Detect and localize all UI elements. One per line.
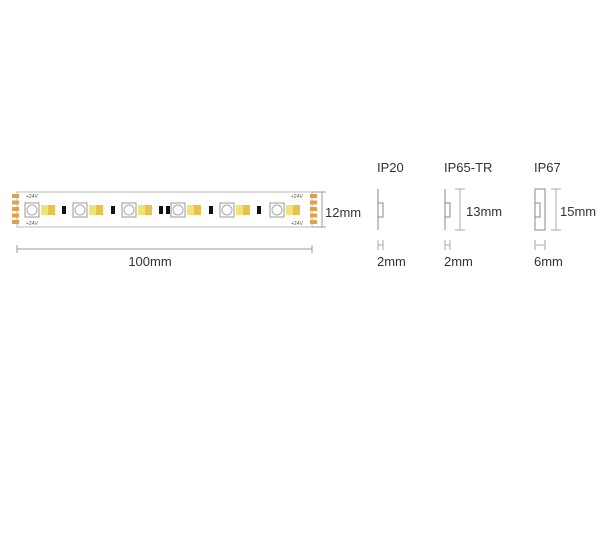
profile-ip65-height-dimension — [455, 188, 465, 231]
solder-pad — [12, 207, 19, 211]
profile-ip20-title: IP20 — [377, 160, 404, 175]
phosphor-chip — [138, 205, 145, 215]
led-lens — [26, 204, 38, 216]
led-strip — [12, 191, 317, 228]
solder-pad — [310, 213, 317, 218]
phosphor-chip — [243, 205, 250, 215]
solder-pad — [12, 220, 19, 224]
solder-pad — [310, 220, 317, 224]
resistor — [111, 206, 115, 214]
phosphor-chip — [41, 205, 48, 215]
voltage-label-bottom-left: +24V — [26, 221, 38, 227]
solder-pad — [310, 194, 317, 198]
solder-pad — [12, 213, 19, 218]
profile-ip20-base-dimension — [377, 240, 384, 250]
strip-width-label: 12mm — [325, 205, 361, 220]
profile-ip67-title: IP67 — [534, 160, 561, 175]
strip-width-dimension — [312, 191, 326, 228]
phosphor-chip — [187, 205, 194, 215]
strip-length-label: 100mm — [128, 254, 171, 269]
profile-ip20-drawing — [377, 189, 384, 230]
profile-ip65-title: IP65-TR — [444, 160, 492, 175]
resistor — [159, 206, 163, 214]
resistor — [166, 206, 170, 214]
voltage-label-top-left: +24V — [26, 194, 38, 200]
solder-pad — [12, 194, 19, 198]
profile-ip67-height-dimension — [551, 188, 561, 231]
resistor — [209, 206, 213, 214]
led-lens — [271, 204, 283, 216]
profile-ip67-base-dimension — [534, 240, 546, 250]
phosphor-chip — [286, 205, 293, 215]
profile-ip67-height-label: 15mm — [560, 204, 596, 219]
led-lens — [221, 204, 233, 216]
phosphor-chip — [145, 205, 152, 215]
solder-pad — [310, 207, 317, 211]
led-lens — [123, 204, 135, 216]
phosphor-chip — [96, 205, 103, 215]
phosphor-chip — [236, 205, 243, 215]
profile-ip65-base-label: 2mm — [444, 254, 473, 269]
solder-pad — [12, 200, 19, 205]
strip-length-dimension — [16, 245, 313, 253]
solder-pad — [310, 200, 317, 205]
led-lens — [74, 204, 86, 216]
phosphor-chip — [293, 205, 300, 215]
profile-ip65-base-dimension — [444, 240, 451, 250]
resistor — [257, 206, 261, 214]
profile-ip65-drawing — [444, 189, 451, 230]
voltage-label-top-right: +24V — [291, 194, 303, 200]
profile-ip67-drawing — [534, 188, 546, 231]
led-lens — [172, 204, 184, 216]
voltage-label-bottom-right: +24V — [291, 221, 303, 227]
resistor — [62, 206, 66, 214]
profile-ip20-base-label: 2mm — [377, 254, 406, 269]
phosphor-chip — [89, 205, 96, 215]
profile-ip67-base-label: 6mm — [534, 254, 563, 269]
profile-ip65-height-label: 13mm — [466, 204, 502, 219]
phosphor-chip — [48, 205, 55, 215]
phosphor-chip — [194, 205, 201, 215]
